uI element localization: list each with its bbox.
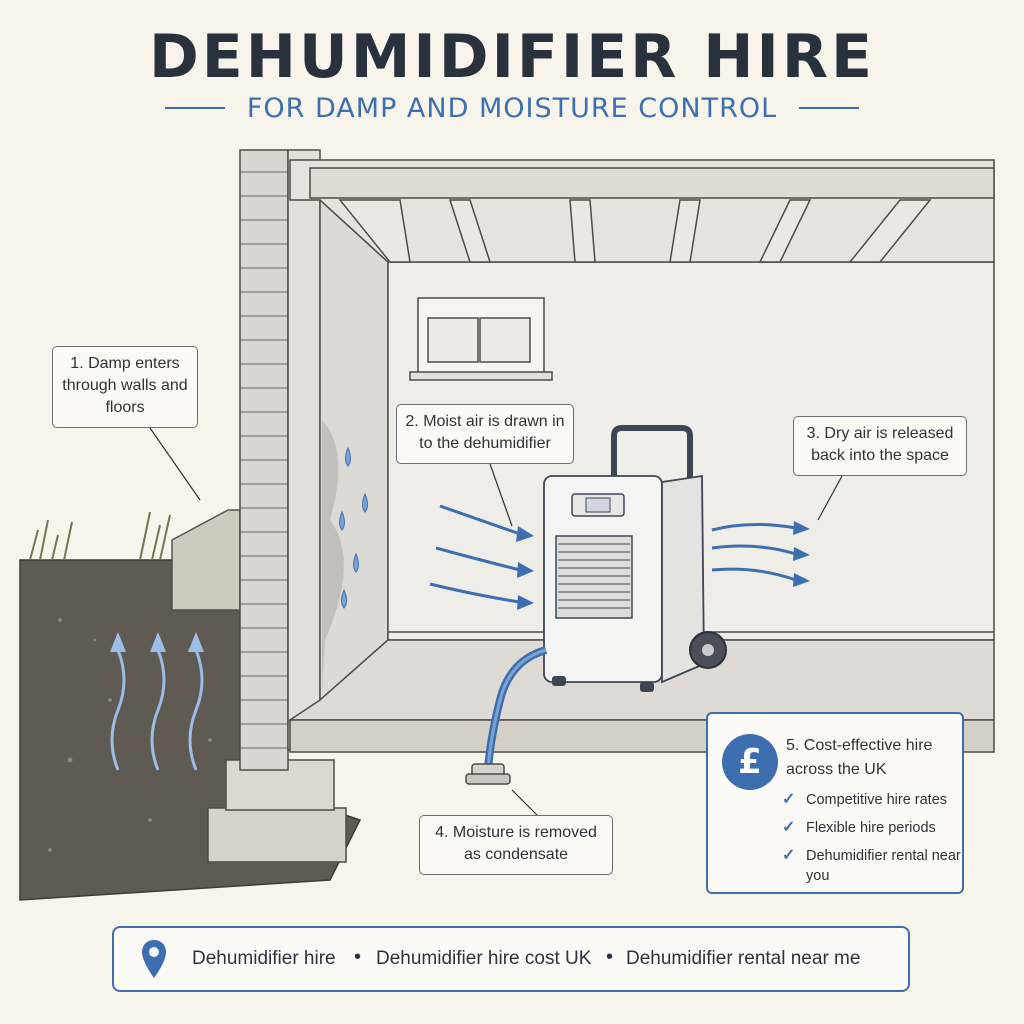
check-icon: ✓ <box>782 791 796 808</box>
foot-left <box>552 676 566 686</box>
cost-benefit-list: ✓ Competitive hire rates ✓ Flexible hire p… <box>782 790 962 894</box>
window-glass-left <box>427 317 479 363</box>
keyword-bar: Dehumidifier hire • Dehumidifier hire co… <box>112 926 910 992</box>
callout-damp-enters: 1. Damp enters through walls and floors <box>52 346 198 428</box>
check-icon: ✓ <box>782 819 796 836</box>
list-item: ✓ Dehumidifier rental near you <box>782 846 962 886</box>
callout-moist-air: 2. Moist air is drawn in to the dehumidi… <box>396 404 574 464</box>
check-icon: ✓ <box>782 847 796 864</box>
keyword-hire-cost-uk: Dehumidifier hire cost UK <box>376 948 592 969</box>
list-item: ✓ Competitive hire rates <box>782 790 962 810</box>
footing <box>207 807 347 863</box>
pound-icon: £ <box>722 734 778 790</box>
cost-effective-box: £ 5. Cost-effective hire across the UK ✓… <box>706 712 964 894</box>
keyword-rental-near-me: Dehumidifier rental near me <box>626 948 861 969</box>
keyword-dehumidifier-hire: Dehumidifier hire <box>192 948 336 969</box>
callout-dry-air: 3. Dry air is released back into the spa… <box>793 416 967 476</box>
callout-condensate: 4. Moisture is removed as condensate <box>419 815 613 875</box>
intake-air-arrows <box>429 504 521 604</box>
ceiling-beam <box>309 167 995 199</box>
location-pin-icon <box>142 940 166 978</box>
leader-lines <box>149 427 843 817</box>
keyword-separator: • <box>606 946 614 968</box>
outlet-air-arrows <box>711 522 797 582</box>
intake-arrow-heads <box>516 526 534 610</box>
droplet-icons <box>339 446 368 609</box>
window-sill <box>409 371 553 381</box>
rising-arrow-heads <box>110 632 204 652</box>
subtitle-row: FOR DAMP AND MOISTURE CONTROL <box>164 90 860 126</box>
cost-title: 5. Cost-effective hire across the UK <box>786 737 933 778</box>
list-item-label: Competitive hire rates <box>806 792 948 808</box>
brick-joints <box>240 171 288 749</box>
page-title: DEHUMIDIFIER HIRE <box>149 22 875 92</box>
damp-patch <box>322 420 344 690</box>
foot-right <box>640 682 654 692</box>
grass <box>29 511 171 561</box>
exterior-ledge <box>171 509 241 611</box>
page-subtitle: FOR DAMP AND MOISTURE CONTROL <box>246 92 778 124</box>
list-item-label: Flexible hire periods <box>806 820 936 836</box>
dehumidifier-unit <box>543 425 727 692</box>
intake-grille <box>555 535 633 619</box>
list-item-label: Dehumidifier rental near you <box>806 848 961 884</box>
subtitle-rule-right <box>799 107 860 109</box>
grille-slats <box>558 543 630 609</box>
window-glass-right <box>479 317 531 363</box>
joists <box>338 199 932 263</box>
subtitle-rule-left <box>164 107 225 109</box>
outlet-arrow-heads <box>793 521 810 587</box>
handle <box>611 425 693 488</box>
inner-wall-column <box>287 149 321 751</box>
keyword-separator: • <box>354 946 362 968</box>
list-item: ✓ Flexible hire periods <box>782 818 962 838</box>
display-screen <box>585 497 611 513</box>
rising-moisture-arrows <box>110 649 204 771</box>
